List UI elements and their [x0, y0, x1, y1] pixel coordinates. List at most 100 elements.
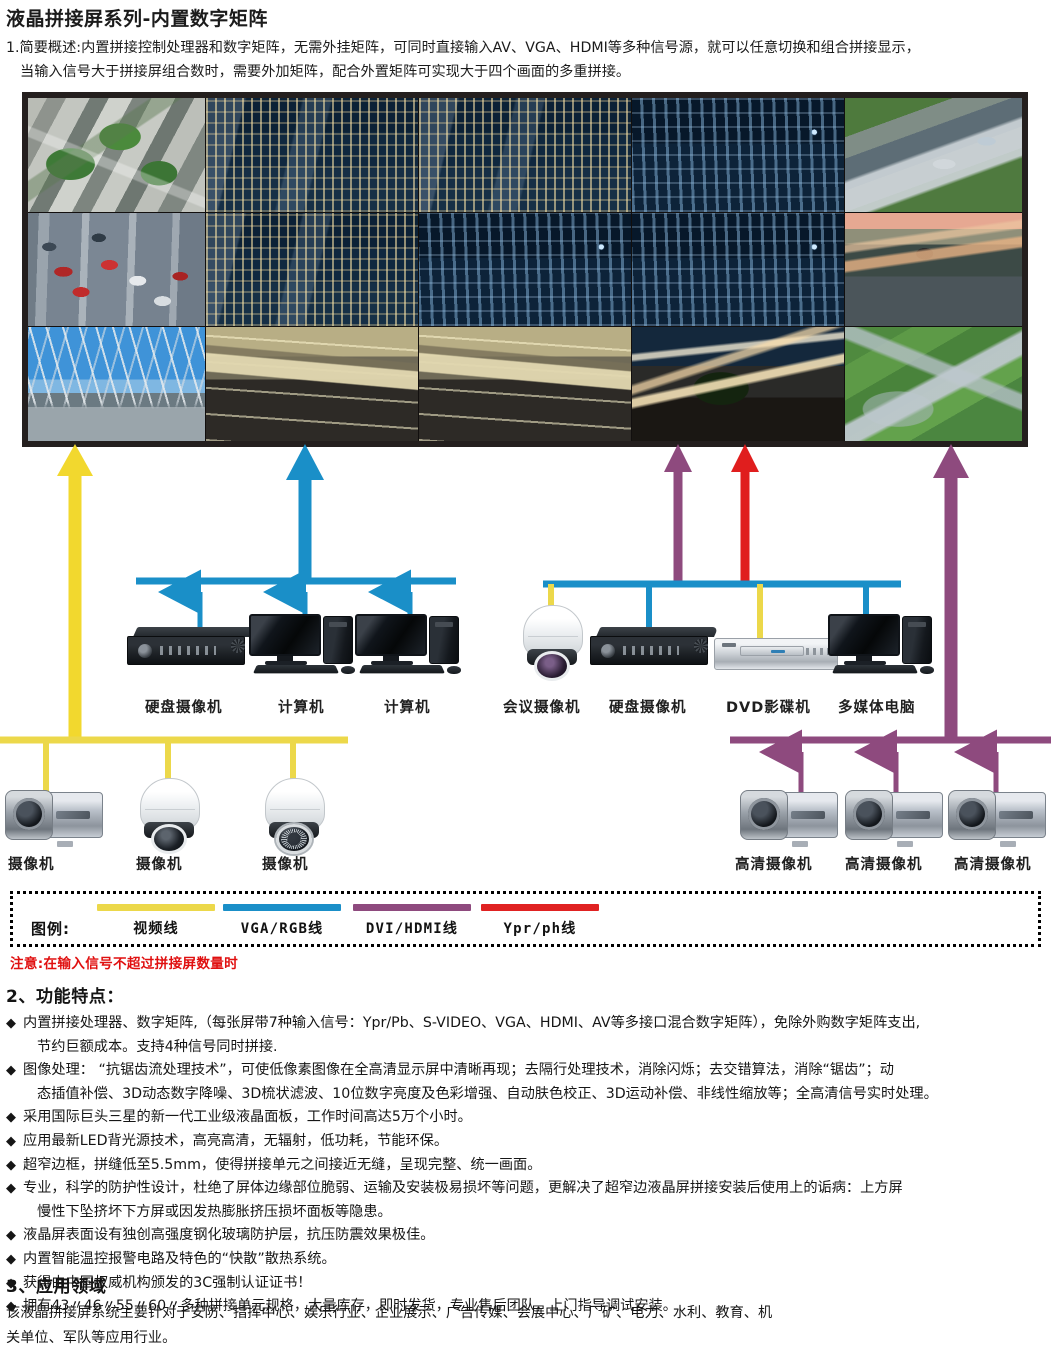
feature-line-1: 专业，科学的防护性设计，杜绝了屏体边缘部位脆弱、运输及安装极易损坏等问题，更解决… — [23, 1180, 903, 1197]
legend-swatch-dvi — [353, 904, 471, 911]
video-wall-cell — [419, 98, 631, 212]
pc-1-icon — [249, 614, 367, 676]
diamond-bullet-icon: ◆ — [6, 1251, 16, 1267]
video-wall-cell — [28, 327, 206, 441]
video-wall-cell — [28, 98, 206, 212]
camera-1-icon — [5, 786, 103, 847]
feature-line-1: 图像处理： “抗锯齿流处理技术”，可使低像素图像在全高清显示屏中清晰再现；去隔行… — [23, 1062, 894, 1079]
applications-heading: 3、应用领域 — [6, 1277, 107, 1297]
feature-item: ◆ 专业，科学的防护性设计，杜绝了屏体边缘部位脆弱、运输及安装极易损坏等问题，更… — [6, 1177, 1046, 1224]
hd-camera-1-icon — [740, 786, 838, 847]
dvr-left-label: 硬盘摄像机 — [145, 700, 223, 716]
feature-line-1: 应用最新LED背光源技术，高亮高清，无辐射，低功耗，节能环保。 — [23, 1132, 449, 1149]
video-wall-grid — [28, 98, 1022, 441]
arrow-dvi-to-wall-2 — [933, 444, 969, 740]
summary-line-1: 1.简要概述:内置拼接控制处理器和数字矩阵，无需外挂矩阵，可同时直接输入AV、V… — [6, 40, 920, 56]
feature-item: ◆ 超窄边框，拼缝低至5.5mm，使得拼接单元之间接近无缝，呈现完整、统一画面。 — [6, 1154, 1046, 1178]
legend-item-ypbpr: Ypr/ph线 — [481, 904, 599, 938]
diamond-bullet-icon: ◆ — [6, 1275, 16, 1291]
feature-item: ◆ 图像处理： “抗锯齿流处理技术”，可使低像素图像在全高清显示屏中清晰再现；去… — [6, 1059, 1046, 1106]
legend-box: 图例: 视频线 VGA/RGB线 DVI/HDMI线 Ypr/ph线 — [10, 891, 1041, 947]
features-section: 2、功能特点： ◆ 内置拼接处理器、数字矩阵,（每张屏带7种输入信号：Ypr/P… — [6, 982, 1046, 1319]
legend-note: 注意:在输入信号不超过拼接屏数量时 — [10, 956, 239, 972]
pc-2-icon — [355, 614, 473, 676]
legend-item-dvi: DVI/HDMI线 — [353, 904, 471, 938]
camera-1-label: 摄像机 — [8, 857, 55, 873]
feature-line-2: 节约巨额成本。支持4种信号同时拼接. — [37, 1038, 278, 1055]
legend-item-video: 视频线 — [97, 904, 215, 938]
video-wall-cell — [631, 212, 844, 327]
diamond-bullet-icon: ◆ — [6, 1110, 16, 1126]
feature-item: ◆ 采用国际巨头三星的新一代工业级液晶面板，工作时间高达5万个小时。 — [6, 1106, 1046, 1130]
applications-section: 3、应用领域 该液晶拼接屏系统主要针对于安防、指挥中心、娱乐行业、企业展示、广告… — [6, 1272, 1046, 1351]
legend-label-ypbpr: Ypr/ph线 — [503, 921, 577, 937]
feature-line-2: 态插值补偿、3D动态数字降噪、3D梳状滤波、10位数字亮度及色彩增强、自动肤色校… — [37, 1085, 938, 1102]
camera-2-label: 摄像机 — [136, 857, 183, 873]
video-wall-cell — [206, 98, 419, 212]
pc-2-label: 计算机 — [384, 700, 431, 716]
video-wall-cell — [206, 212, 419, 327]
features-heading: 2、功能特点： — [6, 987, 125, 1007]
legend-item-vga: VGA/RGB线 — [223, 904, 341, 938]
video-wall-cell — [419, 327, 631, 441]
legend-swatch-ypbpr — [481, 904, 599, 911]
camera-2-icon — [132, 778, 206, 856]
video-wall-cell — [631, 327, 844, 441]
arrow-video-to-wall — [57, 444, 93, 740]
diamond-bullet-icon: ◆ — [6, 1157, 16, 1173]
conference-camera-icon — [515, 605, 589, 683]
diamond-bullet-icon: ◆ — [6, 1063, 16, 1079]
multimedia-pc-label: 多媒体电脑 — [838, 700, 916, 716]
dvd-player-label: DVD影碟机 — [726, 700, 811, 716]
hd-camera-2-icon — [845, 786, 943, 847]
video-wall-cell — [844, 98, 1022, 212]
applications-line-1: 该液晶拼接屏系统主要针对于安防、指挥中心、娱乐行业、企业展示、广告传媒、会展中心… — [6, 1305, 773, 1321]
feature-line-1: 内置智能温控报警电路及特色的“快散”散热系统。 — [23, 1250, 336, 1267]
feature-line-1: 获得由中国权威机构颁发的3C强制认证证书！ — [23, 1274, 312, 1291]
dvr-right-icon — [590, 627, 719, 669]
legend-swatch-vga — [223, 904, 341, 911]
hd-camera-3-label: 高清摄像机 — [954, 857, 1032, 873]
camera-3-icon — [257, 778, 331, 856]
hd-camera-2-label: 高清摄像机 — [845, 857, 923, 873]
legend-label-video: 视频线 — [133, 921, 179, 937]
video-wall-cell — [844, 212, 1022, 327]
video-wall-cell — [844, 327, 1022, 441]
feature-item: ◆ 拥有43〃46〃55〃60〃多种拼接单元规格，大量库存，即时发货，专业售后团… — [6, 1295, 1046, 1319]
diamond-bullet-icon: ◆ — [6, 1016, 16, 1031]
applications-line-2: 关单位、军队等应用行业。 — [6, 1330, 177, 1346]
arrow-dvi-to-wall-1 — [664, 444, 692, 586]
summary-line-2: 当输入信号大于拼接屏组合数时，需要外加矩阵，配合外置矩阵可实现大于四个画面的多重… — [20, 64, 631, 80]
arrow-ypbpr-to-wall — [731, 444, 759, 586]
camera-3-label: 摄像机 — [262, 857, 309, 873]
video-wall-cell — [419, 212, 631, 327]
summary-paragraph: 1.简要概述:内置拼接控制处理器和数字矩阵，无需外挂矩阵，可同时直接输入AV、V… — [6, 36, 1046, 84]
video-wall-cell — [631, 98, 844, 212]
multimedia-pc-icon — [828, 614, 946, 676]
diamond-bullet-icon: ◆ — [6, 1133, 16, 1149]
dvr-right-label: 硬盘摄像机 — [609, 700, 687, 716]
dvd-player-icon — [714, 634, 838, 674]
legend-swatch-video — [97, 904, 215, 911]
feature-item: ◆ 获得由中国权威机构颁发的3C强制认证证书！ — [6, 1272, 1046, 1296]
conference-camera-label: 会议摄像机 — [503, 700, 581, 716]
feature-item: ◆ 内置拼接处理器、数字矩阵,（每张屏带7种输入信号：Ypr/Pb、S-VIDE… — [6, 1012, 1046, 1059]
legend-title: 图例: — [31, 920, 70, 938]
feature-line-1: 液晶屏表面设有独创高强度钢化玻璃防护层，抗压防震效果极佳。 — [23, 1227, 435, 1244]
feature-line-1: 拥有43〃46〃55〃60〃多种拼接单元规格，大量库存，即时发货，专业售后团队，… — [23, 1298, 677, 1315]
feature-line-1: 采用国际巨头三星的新一代工业级液晶面板，工作时间高达5万个小时。 — [23, 1109, 472, 1126]
video-wall — [22, 92, 1028, 447]
diamond-bullet-icon: ◆ — [6, 1299, 16, 1315]
feature-item: ◆ 液晶屏表面设有独创高强度钢化玻璃防护层，抗压防震效果极佳。 — [6, 1224, 1046, 1248]
pc-1-label: 计算机 — [278, 700, 325, 716]
feature-line-2: 慢性下坠挤坏下方屏或因发热膨胀挤压损坏面板等隐患。 — [37, 1203, 392, 1220]
feature-line-1: 内置拼接处理器、数字矩阵,（每张屏带7种输入信号：Ypr/Pb、S-VIDEO、… — [23, 1015, 921, 1031]
features-list: ◆ 内置拼接处理器、数字矩阵,（每张屏带7种输入信号：Ypr/Pb、S-VIDE… — [6, 1012, 1046, 1319]
video-wall-cell — [206, 327, 419, 441]
feature-line-1: 超窄边框，拼缝低至5.5mm，使得拼接单元之间接近无缝，呈现完整、统一画面。 — [23, 1156, 542, 1173]
video-wall-cell — [28, 212, 206, 327]
legend-label-vga: VGA/RGB线 — [240, 921, 324, 937]
diamond-bullet-icon: ◆ — [6, 1228, 16, 1244]
arrow-vga-to-wall — [286, 444, 324, 582]
